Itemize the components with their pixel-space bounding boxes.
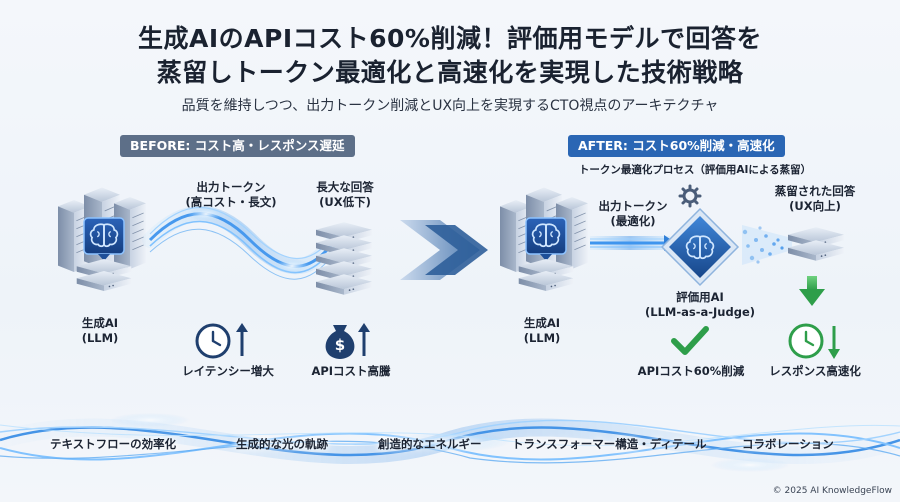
- page-title-line1: 生成AIのAPIコスト60%削減！評価用モデルで回答を: [138, 24, 762, 53]
- footer-light-ribbons: [0, 413, 900, 472]
- footer-item-collaboration: コラボレーション: [742, 437, 834, 451]
- after-speed-arrow-down-icon: [828, 326, 840, 359]
- after-llm-caption-line2: (LLM): [523, 331, 561, 345]
- after-section-label: AFTER: コスト60%削減・高速化: [568, 135, 785, 157]
- after-speed-caption: レスポンス高速化: [769, 364, 861, 378]
- after-answer-stack-icon: [788, 227, 844, 261]
- before-cost-arrow-up-icon: [358, 323, 370, 356]
- page-title-line2: 蒸留しトークン最適化と高速化を実現した技術戦略: [156, 58, 744, 87]
- after-check-icon: [671, 326, 709, 355]
- before-section-label: BEFORE: コスト高・レスポンス遅延: [120, 135, 355, 157]
- before-llm-caption: 生成AI (LLM): [60, 316, 140, 346]
- before-answer-caption-line1: 長大な回答: [316, 180, 374, 194]
- after-token-caption-line1: 出力トークン: [598, 199, 668, 213]
- after-llm-caption-line1: 生成AI: [523, 316, 561, 330]
- before-answer-stack-icon: [316, 222, 372, 295]
- before-llm-server-icon: [58, 187, 146, 291]
- before-latency-caption: レイテンシー増大: [182, 364, 274, 378]
- after-answer-caption-line1: 蒸留された回答: [774, 184, 856, 198]
- after-judge-caption-line2: (LLM-as-a-Judge): [644, 305, 756, 319]
- copyright-text: © 2025 AI KnowledgeFlow: [772, 486, 892, 496]
- after-cost-caption: APIコスト60%削減: [637, 364, 745, 378]
- page-subtitle: 品質を維持しつつ、出力トークン削減とUX向上を実現するCTO視点のアーキテクチャ: [181, 98, 719, 114]
- after-answer-caption-line2: (UX向上): [789, 199, 841, 213]
- footer-item-text-flow: テキストフローの効率化: [50, 437, 177, 451]
- after-judge-caption: 評価用AI (LLM-as-a-Judge): [640, 290, 760, 320]
- before-answer-caption: 長大な回答 (UX低下): [300, 180, 390, 210]
- before-token-wave: [142, 205, 343, 280]
- after-judge-caption-line1: 評価用AI: [676, 290, 724, 304]
- before-llm-caption-line1: 生成AI: [81, 316, 119, 330]
- before-clock-icon: [195, 323, 231, 359]
- before-llm-caption-line2: (LLM): [81, 331, 119, 345]
- after-judge-diamond-icon: [660, 207, 740, 287]
- after-llm-caption: 生成AI (LLM): [502, 316, 582, 346]
- after-clock-icon: [788, 323, 824, 359]
- after-token-caption-line2: (最適化): [610, 214, 656, 228]
- svg-text:$: $: [335, 336, 345, 354]
- after-token-caption: 出力トークン (最適化): [588, 199, 678, 229]
- before-answer-caption-line2: (UX低下): [319, 195, 371, 209]
- transition-chevron-right-icon: [400, 220, 488, 280]
- after-distill-particles: [742, 226, 784, 264]
- after-funnel-glow: [742, 225, 792, 265]
- after-llm-server-icon: [500, 187, 588, 291]
- footer-item-creative-energy: 創造的なエネルギー: [378, 437, 482, 451]
- before-latency-arrow-up-icon: [236, 323, 248, 356]
- before-token-caption-line2: (高コスト・長文): [185, 195, 277, 209]
- before-token-caption: 出力トークン (高コスト・長文): [176, 180, 286, 210]
- after-arrow-down-icon: [799, 276, 825, 306]
- after-process-caption: トークン最適化プロセス（評価用AIによる蒸留）: [578, 164, 812, 176]
- footer-item-light-trail: 生成的な光の軌跡: [236, 437, 328, 451]
- after-gear-icon: [678, 184, 702, 208]
- before-token-caption-line1: 出力トークン: [196, 180, 266, 194]
- before-cost-caption: APIコスト高騰: [311, 364, 391, 378]
- before-money-bag-icon: $: [325, 325, 355, 359]
- footer-item-transformer: トランスフォーマー構造・ディテール: [512, 437, 707, 451]
- after-answer-caption: 蒸留された回答 (UX向上): [760, 184, 870, 214]
